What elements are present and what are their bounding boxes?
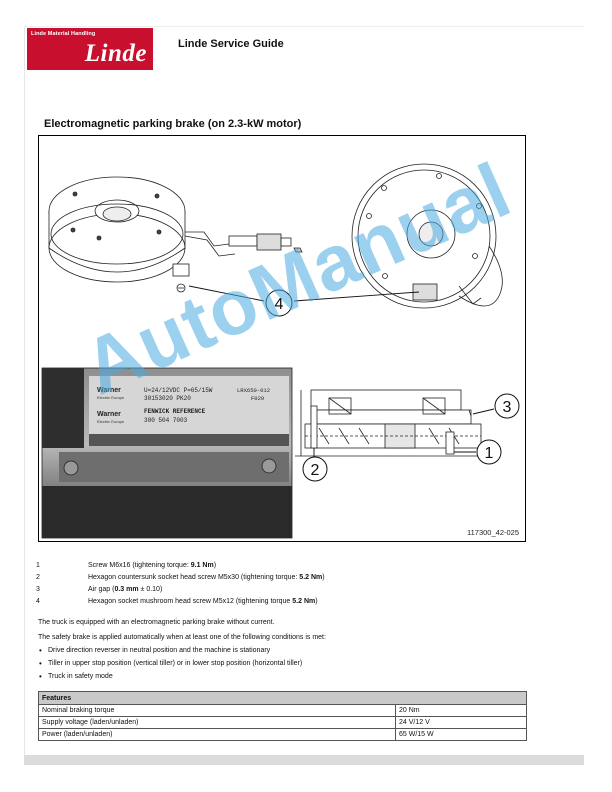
linde-logo: Linde Material Handling Linde xyxy=(27,28,153,70)
table-cell: Supply voltage (laden/unladen) xyxy=(38,716,396,729)
callout-1-label: 1 xyxy=(485,445,494,462)
table-row: Supply voltage (laden/unladen) 24 V/12 V xyxy=(38,716,527,729)
legend-number: 2 xyxy=(36,574,40,581)
legend-item: 4 Hexagon socket mushroom head screw M5x… xyxy=(36,596,536,608)
legend-item: 3 Air gap (0.3 mm ± 0.10) xyxy=(36,584,536,596)
legend-item: 1 Screw M6x16 (tightening torque: 9.1 Nm… xyxy=(36,560,536,572)
svg-text:300 504 7003: 300 504 7003 xyxy=(144,417,188,424)
callout-4-label: 4 xyxy=(275,296,284,313)
svg-text:F029: F029 xyxy=(251,395,264,402)
section-title: Electromagnetic parking brake (on 2.3-kW… xyxy=(44,118,302,130)
svg-text:Warner: Warner xyxy=(97,411,121,418)
conditions-paragraph: The safety brake is applied automaticall… xyxy=(38,634,326,641)
brake-illustration: 4 Warner Electric Europe U=24/12VDC P=65… xyxy=(41,163,520,539)
brake-front-drawing xyxy=(351,163,503,309)
conditions-list: Drive direction reverser in neutral posi… xyxy=(38,644,538,683)
guide-title: Linde Service Guide xyxy=(178,38,284,50)
brake-figure: 4 Warner Electric Europe U=24/12VDC P=65… xyxy=(38,135,526,542)
logo-brand: Linde xyxy=(84,40,147,67)
svg-text:Electric Europe: Electric Europe xyxy=(97,395,125,400)
callout-3-label: 3 xyxy=(503,399,512,416)
table-cell: Nominal braking torque xyxy=(38,704,396,717)
callout-3: 3 xyxy=(472,393,520,419)
svg-text:30153020 PK20: 30153020 PK20 xyxy=(144,395,191,402)
svg-text:Warner: Warner xyxy=(97,387,121,394)
list-item: Tiller in upper stop position (vertical … xyxy=(38,657,538,670)
svg-text:Electric Europe: Electric Europe xyxy=(97,419,125,424)
callout-2-label: 2 xyxy=(311,462,320,479)
table-row: Nominal braking torque 20 Nm xyxy=(38,704,527,717)
cross-section-drawing xyxy=(295,389,485,457)
figure-reference: 117300_42-025 xyxy=(467,528,519,537)
brake-label-photo: Warner Electric Europe U=24/12VDC P=65/1… xyxy=(41,367,293,539)
callout-1: 1 xyxy=(454,439,502,465)
table-cell: Power (laden/unladen) xyxy=(38,728,396,741)
legend-text: Air gap (0.3 mm ± 0.10) xyxy=(88,586,163,593)
legend-number: 1 xyxy=(36,562,40,569)
legend-text: Screw M6x16 (tightening torque: 9.1 Nm) xyxy=(88,562,217,569)
legend-item: 2 Hexagon countersunk socket head screw … xyxy=(36,572,536,584)
logo-tagline: Linde Material Handling xyxy=(31,31,96,37)
legend-number: 4 xyxy=(36,598,40,605)
page-footer-bar xyxy=(24,755,584,765)
callout-2: 2 xyxy=(302,448,328,482)
callout-4-leaders xyxy=(188,285,420,302)
svg-text:U=24/12VDC P=65/15W: U=24/12VDC P=65/15W xyxy=(144,387,213,394)
brake-unit-drawing xyxy=(48,176,303,293)
table-header-row: Features xyxy=(38,691,527,705)
table-cell: 65 W/15 W xyxy=(395,728,527,741)
figure-legend: 1 Screw M6x16 (tightening torque: 9.1 Nm… xyxy=(36,560,536,608)
features-table: Features Nominal braking torque 20 Nm Su… xyxy=(38,691,527,741)
table-row: Power (laden/unladen) 65 W/15 W xyxy=(38,728,527,741)
legend-text: Hexagon countersunk socket head screw M5… xyxy=(88,574,325,581)
table-header: Features xyxy=(38,691,527,705)
callout-4: 4 xyxy=(265,289,293,317)
legend-number: 3 xyxy=(36,586,40,593)
table-cell: 24 V/12 V xyxy=(395,716,527,729)
list-item: Truck in safety mode xyxy=(38,670,538,683)
intro-paragraph: The truck is equipped with an electromag… xyxy=(38,619,275,626)
svg-text:FENWICK REFERENCE: FENWICK REFERENCE xyxy=(144,408,206,415)
page-frame xyxy=(24,26,584,761)
list-item: Drive direction reverser in neutral posi… xyxy=(38,644,538,657)
table-cell: 20 Nm xyxy=(395,704,527,717)
legend-text: Hexagon socket mushroom head screw M5x12… xyxy=(88,598,318,605)
svg-text:LRX650-012: LRX650-012 xyxy=(237,387,270,394)
